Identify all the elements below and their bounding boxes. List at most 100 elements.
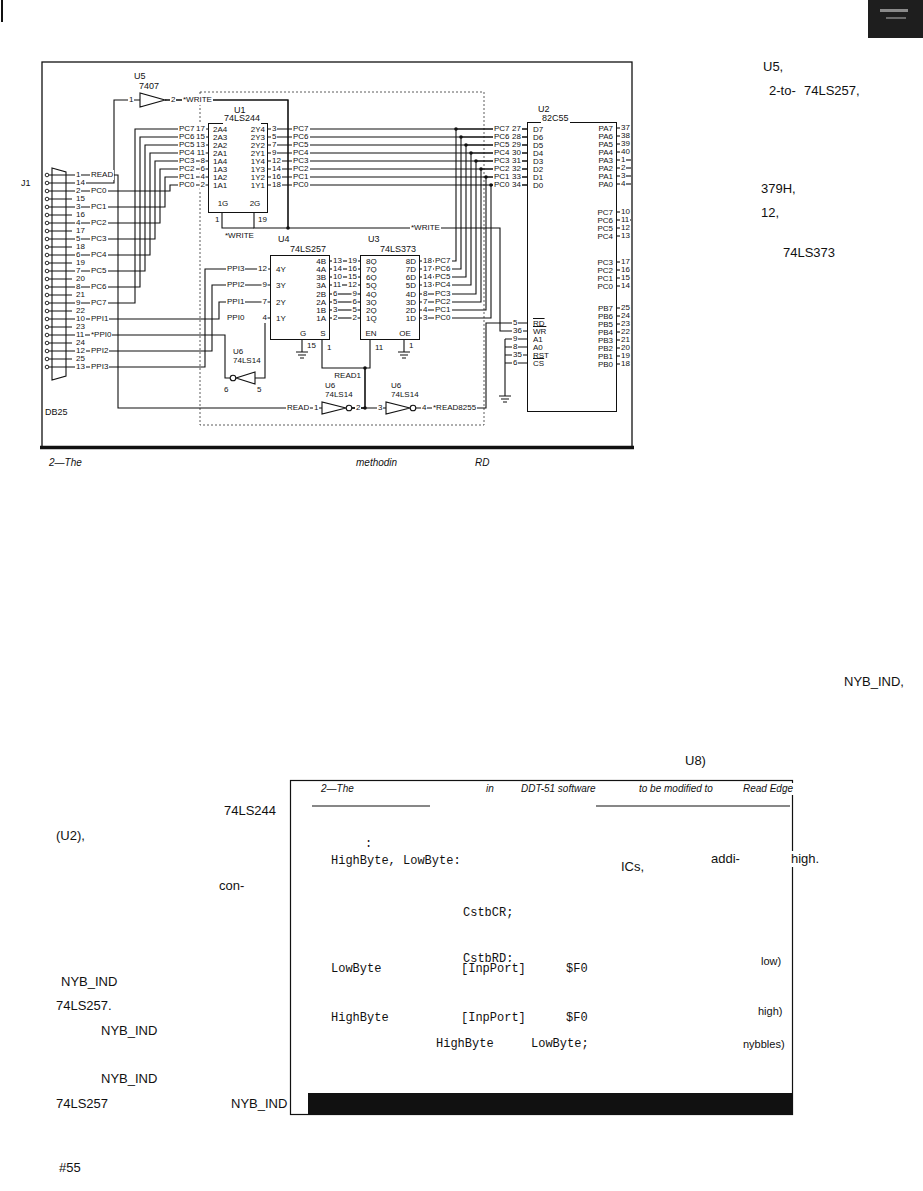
signal-name: READ — [286, 403, 310, 413]
pin-name: 1Y — [275, 314, 287, 324]
part-label: 74LS14 — [324, 390, 354, 400]
pin-number: 2 — [352, 313, 358, 323]
connector-pin — [49, 359, 72, 360]
junction-dot — [363, 406, 367, 410]
wire — [72, 269, 270, 367]
gate-outline — [386, 402, 410, 414]
connector-pin — [49, 271, 72, 272]
pin-name: 4Y — [275, 265, 287, 275]
signal-name: PC0 — [292, 180, 310, 190]
wire — [420, 145, 527, 277]
signal-name: READ1 — [333, 371, 362, 381]
listing-heading: to be modified to — [638, 783, 714, 795]
connector-pin — [49, 175, 72, 176]
junction-dot — [479, 167, 483, 171]
wire — [165, 100, 527, 331]
junction-dot — [363, 366, 367, 370]
pin-number: 2 — [355, 403, 361, 413]
body-text-fragment: 74LS257. — [55, 998, 113, 1014]
connector-contact — [45, 349, 49, 353]
body-text-fragment: (U2), — [55, 828, 86, 844]
wire — [420, 177, 527, 310]
pin-name: G — [299, 329, 307, 339]
signal-name: *WRITE — [224, 231, 255, 241]
connector-pin — [49, 215, 72, 216]
wire — [72, 137, 208, 287]
ground-symbol — [499, 396, 511, 402]
pin-name: S — [319, 329, 326, 339]
part-label: 82C55 — [541, 113, 570, 124]
wire — [72, 169, 208, 223]
signal-name: PPI0 — [226, 313, 245, 323]
gate-outline — [140, 93, 165, 107]
pin-number: 3 — [377, 403, 383, 413]
body-text-fragment: NYB_IND — [100, 1071, 158, 1087]
listing-heading: 2—The — [320, 783, 355, 795]
connector-contact — [45, 237, 49, 241]
signal-name: PPI1 — [90, 314, 109, 324]
pin-name: 1Q — [365, 314, 378, 324]
node-outline — [230, 372, 255, 384]
pin-name: 2G — [249, 199, 262, 209]
pin-number: 1 — [408, 341, 414, 351]
dashed-board-outline — [200, 92, 484, 425]
connector-pin — [49, 263, 72, 264]
body-text-fragment: 12, — [760, 205, 780, 221]
pin-name: D0 — [532, 181, 544, 191]
pin-name: 2Y — [275, 298, 287, 308]
corner-block — [868, 0, 923, 38]
body-text-fragment: ICs, — [620, 859, 645, 875]
code-comment: low) — [760, 955, 782, 968]
node-outline — [322, 402, 352, 414]
code-text: : — [364, 837, 373, 851]
code-text: [InpPort] — [460, 962, 527, 976]
signal-name: PPI2 — [226, 280, 245, 290]
wire — [420, 137, 527, 269]
signal-name: PC2 — [90, 218, 108, 228]
part-label: 74LS14 — [390, 390, 420, 400]
signal-name: PC4 — [90, 250, 108, 260]
pin-name: PC0 — [596, 282, 614, 292]
connector-pin — [49, 207, 72, 208]
pin-name: PC4 — [596, 232, 614, 242]
db25-connector: J1DB25 — [40, 166, 72, 382]
connector-contact — [45, 293, 49, 297]
listing-heading: DDT-51 software — [520, 783, 597, 795]
inversion-bubble — [230, 375, 236, 381]
body-text-fragment: NYB_IND — [230, 1096, 288, 1112]
code-text: HighByte — [435, 1037, 495, 1051]
connector-contact — [45, 333, 49, 337]
connector-contact — [45, 277, 49, 281]
pin-name: EN — [364, 329, 377, 339]
code-comment: high) — [757, 1005, 783, 1018]
ground-symbol — [296, 352, 308, 358]
pin-name: PB0 — [597, 360, 614, 370]
pin-number: 2 — [170, 95, 176, 105]
pin-number: 4 — [262, 313, 268, 323]
connector-contact — [45, 205, 49, 209]
wire — [165, 100, 288, 228]
wire — [420, 153, 527, 285]
wire — [72, 129, 208, 303]
pin-number: 4 — [421, 403, 427, 413]
signal-name: *READ8255 — [432, 403, 477, 413]
pin-number: 13 — [620, 231, 631, 241]
wire — [72, 145, 208, 271]
inverter-gate: U674LS14 — [230, 372, 255, 384]
ground-wire — [403, 340, 404, 352]
code-comment: nybbles) — [742, 1038, 786, 1051]
figure-frame — [42, 62, 632, 447]
pin-number: 1 — [313, 403, 319, 413]
connector-contact — [45, 325, 49, 329]
code-text: $F0 — [565, 962, 589, 976]
signal-name: *WRITE — [182, 95, 213, 105]
body-text-fragment: 74LS373 — [782, 245, 836, 261]
connector-contact — [45, 253, 49, 257]
body-text-fragment: 74LS257, — [803, 83, 861, 99]
part-label: 74LS257 — [289, 244, 327, 255]
body-text-fragment: U8) — [684, 753, 707, 769]
pin-number: 6 — [512, 358, 518, 368]
connector-pin — [49, 311, 72, 312]
signal-name: PC6 — [90, 282, 108, 292]
wire — [72, 335, 230, 378]
